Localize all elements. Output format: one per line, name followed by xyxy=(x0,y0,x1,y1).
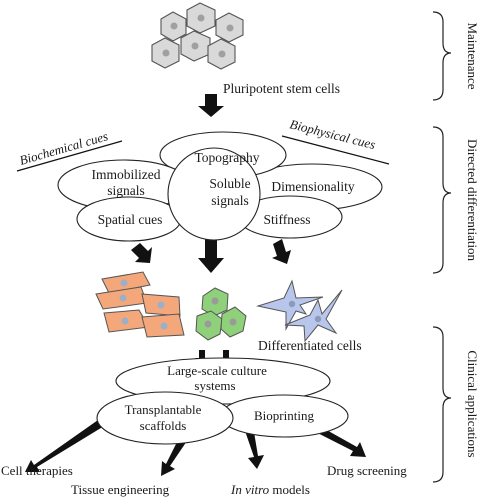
maintenance-label: Maintenance xyxy=(465,22,480,89)
biophysical-cues-label: Biophysical cues xyxy=(288,116,377,152)
blue-cell-nuclei xyxy=(288,300,322,323)
blue-cells xyxy=(256,279,343,343)
stiffness-label: Stiffness xyxy=(263,212,310,227)
topography-label: Topography xyxy=(194,150,259,165)
in-vitro-italic: In vitro xyxy=(230,482,270,497)
drug-screening-label: Drug screening xyxy=(327,463,407,478)
spatial-cues-label: Spatial cues xyxy=(98,212,163,227)
directed-differentiation-bracket xyxy=(432,126,452,274)
culture-ovals xyxy=(96,357,349,445)
biochemical-underline xyxy=(16,140,123,172)
soluble-label-line1: Soluble xyxy=(209,176,250,191)
biophysical-underline xyxy=(281,135,390,165)
cell-therapies-label: Cell therapies xyxy=(1,463,73,478)
orange-cell-nuclei xyxy=(119,279,168,330)
stem-cells-label: Pluripotent stem cells xyxy=(223,81,340,96)
directed-differentiation-label: Directed differentiation xyxy=(465,139,480,262)
stem-cell-cluster xyxy=(151,2,244,70)
stem-cell-nuclei xyxy=(162,14,234,58)
transplantable-label-line2: scaffolds xyxy=(140,418,187,433)
arrow-stem-to-cues xyxy=(198,94,224,117)
arrow-spatial-to-orange xyxy=(131,243,152,263)
stage-brackets xyxy=(432,11,452,483)
immobilized-label-line2: signals xyxy=(107,183,145,198)
transplantable-label-line1: Transplantable xyxy=(125,402,202,417)
large-scale-label-line2: systems xyxy=(194,378,235,393)
tissue-engineering-label: Tissue engineering xyxy=(71,482,170,497)
clinical-applications-bracket xyxy=(432,326,452,483)
cue-ovals xyxy=(57,131,383,242)
large-scale-label-line1: Large-scale culture xyxy=(167,363,267,378)
maintenance-bracket xyxy=(432,11,452,101)
green-cell-nuclei xyxy=(204,297,237,328)
arrow-to-in-vitro-models xyxy=(244,426,264,469)
clinical-applications-label: Clinical applications xyxy=(465,350,480,457)
arrow-soluble-to-green xyxy=(198,236,224,273)
differentiated-cells-label: Differentiated cells xyxy=(258,338,362,353)
in-vitro-models-rest: models xyxy=(269,482,310,497)
arrow-to-cell-therapies xyxy=(25,413,114,472)
orange-cells xyxy=(95,271,185,338)
bioprinting-label: Bioprinting xyxy=(254,408,314,423)
in-vitro-models-label: In vitro models xyxy=(230,482,310,497)
green-cells xyxy=(195,287,247,341)
transplantable-scaffolds-oval xyxy=(96,391,234,445)
soluble-label-line2: signals xyxy=(211,193,249,208)
immobilized-label-line1: Immobilized xyxy=(92,167,161,182)
soluble-signals-oval xyxy=(167,147,261,241)
dimensionality-label: Dimensionality xyxy=(271,179,354,194)
arrow-stiffness-to-blue xyxy=(272,239,291,264)
